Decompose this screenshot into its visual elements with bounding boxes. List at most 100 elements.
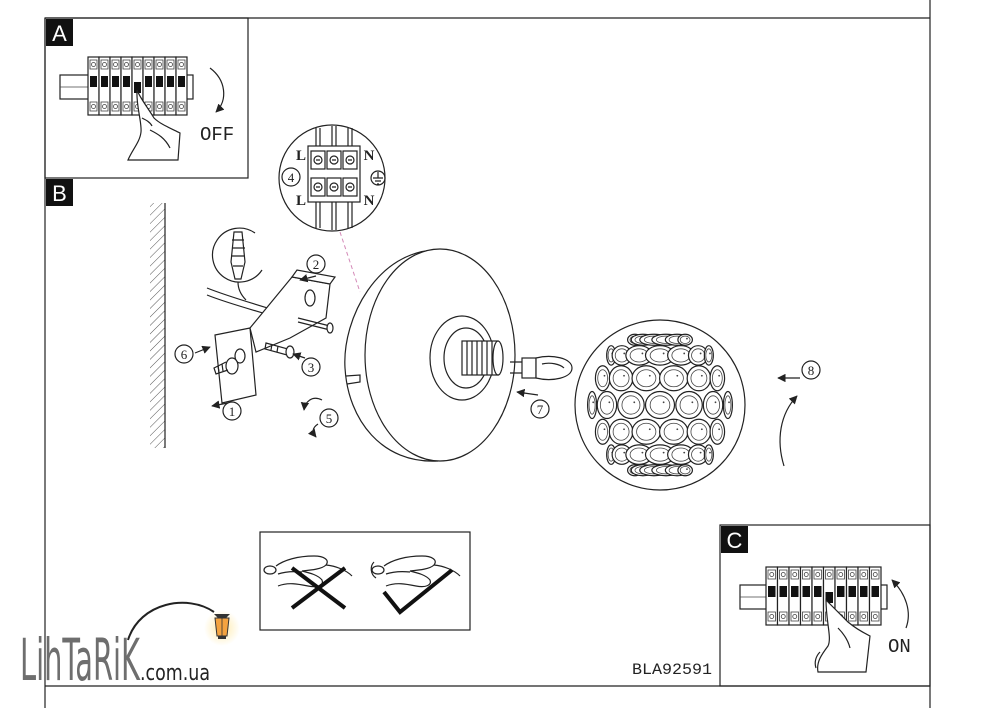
svg-text:.com.ua: .com.ua [140, 661, 210, 686]
crystal-ring-inner [636, 369, 657, 388]
step-8: 8 [777, 360, 821, 467]
crystal-ring-inner [690, 369, 708, 388]
breaker-lever [837, 586, 845, 597]
crystal-ring-inner [612, 369, 630, 388]
svg-text:LihTaRiK: LihTaRiK [20, 626, 141, 694]
g9-bulb [510, 355, 573, 381]
ceiling-canopy [344, 248, 516, 462]
wire-guide-line [339, 231, 361, 293]
breaker-lever [145, 76, 152, 87]
terminal-screw [179, 104, 184, 109]
terminal-screw [113, 104, 118, 109]
breaker-lever [123, 76, 130, 87]
svg-text:6: 6 [181, 347, 188, 362]
breaker-lever [848, 586, 856, 597]
terminal-screw [135, 62, 140, 67]
terminal-screw [157, 104, 162, 109]
crystal-dot [603, 428, 606, 431]
crystal-dot [633, 401, 636, 404]
connector-screws [297, 317, 334, 334]
breaker-top-terminal [155, 59, 164, 70]
lantern-icon [214, 614, 230, 639]
terminal-screw [124, 62, 129, 67]
crystal-ring-inner [649, 395, 671, 415]
terminal-screw [780, 572, 786, 577]
crystal-ring-inner [712, 369, 723, 388]
svg-text:5: 5 [326, 411, 333, 426]
circuit-breaker-panel [739, 566, 888, 626]
turn-on-arrow-icon [891, 579, 909, 629]
svg-text:8: 8 [808, 363, 815, 378]
crystal-dot [623, 352, 626, 355]
terminal-screw [102, 62, 107, 67]
crystal-ring-inner [621, 395, 641, 415]
mounting-bracket [214, 269, 337, 404]
breaker-top-terminal [767, 569, 776, 580]
crystal-dot [718, 374, 721, 377]
breaker-lever [112, 76, 119, 87]
step-7: 7 [516, 388, 550, 419]
crystal-dot [700, 374, 703, 377]
screw-bracket [264, 342, 295, 359]
earth-ground-icon [370, 170, 386, 186]
crystal-dot [623, 428, 625, 431]
terminal-screw [815, 572, 821, 577]
crystal-dot [608, 401, 611, 404]
breaker-lever [768, 586, 776, 597]
breaker-bottom-terminal [166, 101, 175, 112]
crystal-dot [648, 374, 651, 377]
off-label: OFF [200, 124, 234, 146]
crystal-dot [641, 352, 644, 355]
crystal-dot [603, 374, 606, 377]
breaker-bottom-terminal [155, 101, 164, 112]
svg-text:3: 3 [308, 360, 315, 375]
step-3: 3 [292, 352, 321, 377]
breaker-lever [860, 586, 868, 597]
step-5: 5 [300, 397, 339, 438]
breaker-lever [167, 76, 174, 87]
crystal-dot [686, 337, 688, 340]
hand-icon [814, 598, 871, 673]
svg-text:7: 7 [537, 402, 544, 417]
breaker-top-terminal [836, 569, 845, 580]
svg-text:C: C [727, 528, 743, 553]
terminal-screw [872, 572, 878, 577]
crystal-ring-inner [663, 422, 684, 441]
crystal-dot [683, 352, 686, 355]
svg-text:A: A [52, 21, 67, 46]
crystal-ring-inner [597, 422, 608, 441]
crystal-ring-inner [724, 395, 732, 415]
terminal-screw [838, 572, 844, 577]
bulb-handling-box [259, 531, 471, 631]
breaker-top-terminal [111, 59, 120, 70]
on-label: ON [888, 636, 911, 658]
panel-a-frame [44, 17, 249, 179]
crystal-dot [718, 428, 721, 431]
breaker-lever [101, 76, 108, 87]
terminal-screw [113, 62, 118, 67]
breaker-top-terminal [790, 569, 799, 580]
terminal-label-l-top: L [296, 148, 306, 164]
crystal-ring-inner [712, 422, 723, 441]
breaker-top-terminal [133, 59, 142, 70]
crystal-dot [648, 428, 651, 431]
terminal-screw [826, 572, 832, 577]
crystal-dot [676, 374, 679, 377]
breaker-bottom-terminal [848, 611, 857, 622]
crystal-dot [714, 401, 717, 404]
screw-wall [213, 357, 239, 375]
crystal-ring-inner [690, 422, 708, 441]
svg-text:B: B [52, 181, 67, 206]
breaker-lever [871, 586, 879, 597]
crystal-ring-inner [679, 466, 691, 475]
terminal-screw [168, 104, 173, 109]
terminal-block-detail: L N L N [278, 124, 386, 293]
crystal-dot [592, 401, 595, 404]
terminal-screw [861, 572, 867, 577]
crystal-dot [686, 468, 688, 471]
terminal-label-n-top: N [364, 148, 375, 164]
terminal-screw [861, 614, 867, 619]
crystal-ring-inner [705, 447, 713, 462]
breaker-top-terminal [89, 59, 98, 70]
terminal-screw [168, 62, 173, 67]
